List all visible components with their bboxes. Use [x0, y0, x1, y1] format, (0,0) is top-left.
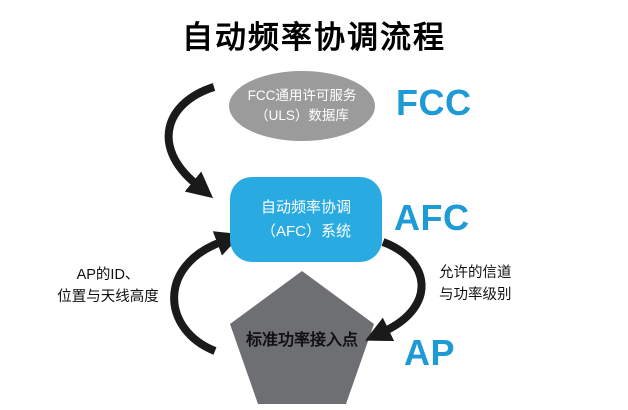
afc-system-line2: （AFC）系统	[260, 222, 351, 240]
node-fcc-database: FCC通用许可服务 （ULS）数据库	[229, 71, 375, 141]
fcc-database-line2: （ULS）数据库	[255, 108, 349, 123]
label-ap: AP	[404, 332, 456, 373]
arrow-fcc-to-afc	[164, 83, 216, 199]
node-ap-label: 标准功率接入点	[245, 332, 358, 349]
annotation-right-line2: 与功率级别	[439, 287, 512, 303]
annotation-afc-to-ap: 允许的信道 与功率级别	[439, 262, 512, 306]
label-afc: AFC	[394, 197, 470, 238]
arrow-afc-to-ap	[365, 238, 426, 342]
annotation-right-line1: 允许的信道	[439, 265, 512, 281]
afc-system-line1: 自动频率协调	[260, 198, 351, 216]
page-title: 自动频率协调流程	[182, 20, 446, 55]
label-fcc: FCC	[396, 82, 472, 123]
annotation-left-line2: 位置与天线高度	[57, 289, 159, 305]
annotation-left-line1: AP的ID、	[76, 267, 140, 283]
arrow-ap-to-afc	[170, 231, 242, 355]
pentagon-shape	[230, 271, 374, 404]
fcc-database-line1: FCC通用许可服务	[247, 88, 357, 103]
annotation-ap-to-afc: AP的ID、 位置与天线高度	[28, 264, 188, 308]
node-afc-system: 自动频率协调 （AFC）系统	[230, 177, 382, 262]
